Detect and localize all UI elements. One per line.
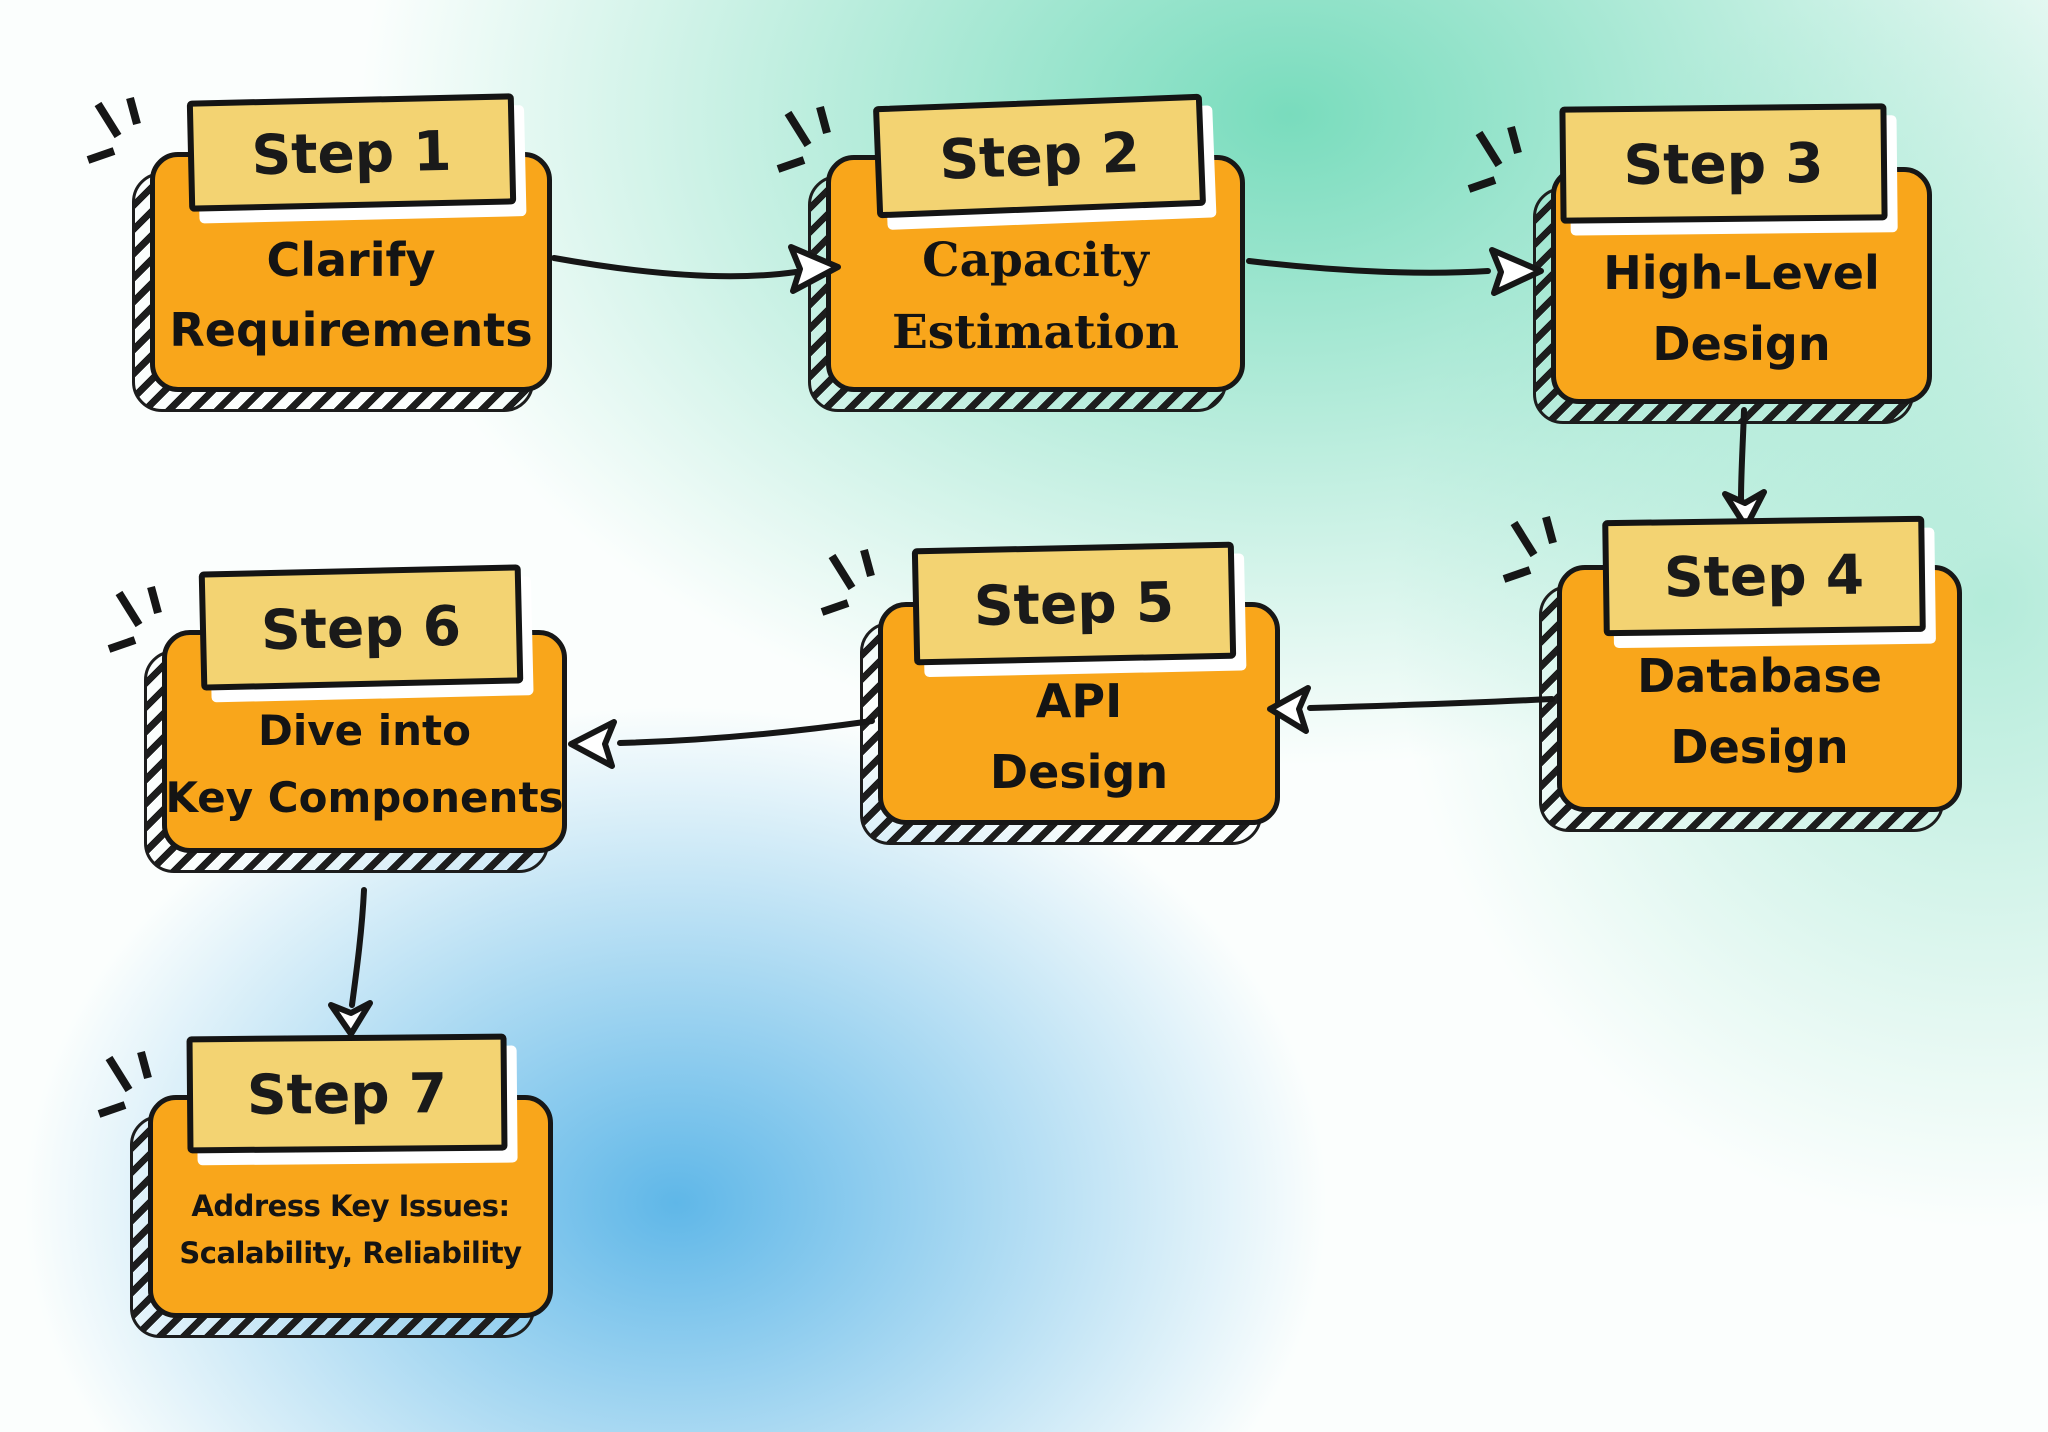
arrowhead-down-icon	[328, 1000, 373, 1037]
arrow-step2-to-step3	[1246, 247, 1544, 296]
title-line: High-Level	[1603, 246, 1880, 301]
step-5-box: API Design Step 5	[820, 541, 1280, 845]
arrow-step4-to-step5	[1267, 685, 1555, 734]
title-line: Clarify	[266, 232, 436, 287]
title-line: Key Components	[165, 772, 564, 822]
step-label: Step 7	[246, 1060, 448, 1127]
sparkle-icon	[1467, 125, 1522, 193]
step-6-box: Dive into Key Components Step 6	[107, 564, 567, 873]
step-label: Step 5	[973, 569, 1175, 638]
step-3-label-tab: Step 3	[1559, 103, 1888, 224]
step-2-title: Capacity Estimation	[832, 209, 1239, 384]
step-label: Step 6	[260, 593, 462, 662]
title-line: Database	[1637, 649, 1882, 704]
step-4-box: Database Design Step 4	[1502, 515, 1962, 832]
step-7-box: Address Key Issues: Scalability, Reliabi…	[97, 1033, 553, 1338]
step-4-title: Database Design	[1563, 619, 1956, 804]
sparkle-icon	[107, 585, 162, 653]
step-3-title: High-Level Design	[1557, 221, 1926, 396]
step-2-box: Capacity Estimation Step 2	[776, 93, 1245, 412]
title-line: Estimation	[891, 304, 1180, 360]
arrow-step1-to-step2	[551, 244, 841, 294]
title-line: Address Key Issues:	[191, 1189, 510, 1224]
step-5-title: API Design	[884, 656, 1274, 817]
step-label: Step 2	[938, 120, 1141, 192]
step-4-label-tab: Step 4	[1602, 515, 1926, 637]
step-1-box: Clarify Requirements Step 1	[86, 93, 552, 412]
step-7-title: Address Key Issues: Scalability, Reliabi…	[154, 1149, 547, 1310]
step-6-label-tab: Step 6	[198, 564, 524, 691]
step-2-label-tab: Step 2	[872, 93, 1207, 219]
sparkle-icon	[86, 96, 141, 164]
step-label: Step 4	[1663, 542, 1865, 610]
sparkle-icon	[1502, 515, 1557, 583]
step-label: Step 3	[1623, 130, 1824, 197]
arrow-step5-to-step6	[568, 718, 875, 769]
step-1-title: Clarify Requirements	[156, 206, 546, 384]
sparkle-icon	[776, 105, 831, 173]
arrow-step3-to-step4	[1722, 407, 1767, 530]
step-6-title: Dive into Key Components	[165, 684, 564, 845]
arrow-step6-to-step7	[328, 887, 373, 1037]
step-label: Step 1	[250, 118, 453, 187]
step-5-label-tab: Step 5	[911, 541, 1237, 666]
title-line: Design	[989, 744, 1169, 799]
title-line: Capacity	[922, 233, 1149, 289]
step-7-label-tab: Step 7	[186, 1033, 508, 1154]
sparkle-icon	[97, 1050, 152, 1118]
arrowhead-left-icon	[568, 719, 617, 769]
step-1-label-tab: Step 1	[186, 93, 517, 212]
title-line: Design	[1652, 316, 1831, 371]
title-line: Scalability, Reliability	[179, 1235, 522, 1270]
title-line: Design	[1670, 719, 1849, 774]
title-line: Requirements	[169, 303, 533, 357]
title-line: Dive into	[258, 706, 471, 756]
title-line: API	[1035, 674, 1123, 729]
step-3-box: High-Level Design Step 3	[1467, 103, 1932, 424]
sparkle-icon	[820, 548, 875, 616]
